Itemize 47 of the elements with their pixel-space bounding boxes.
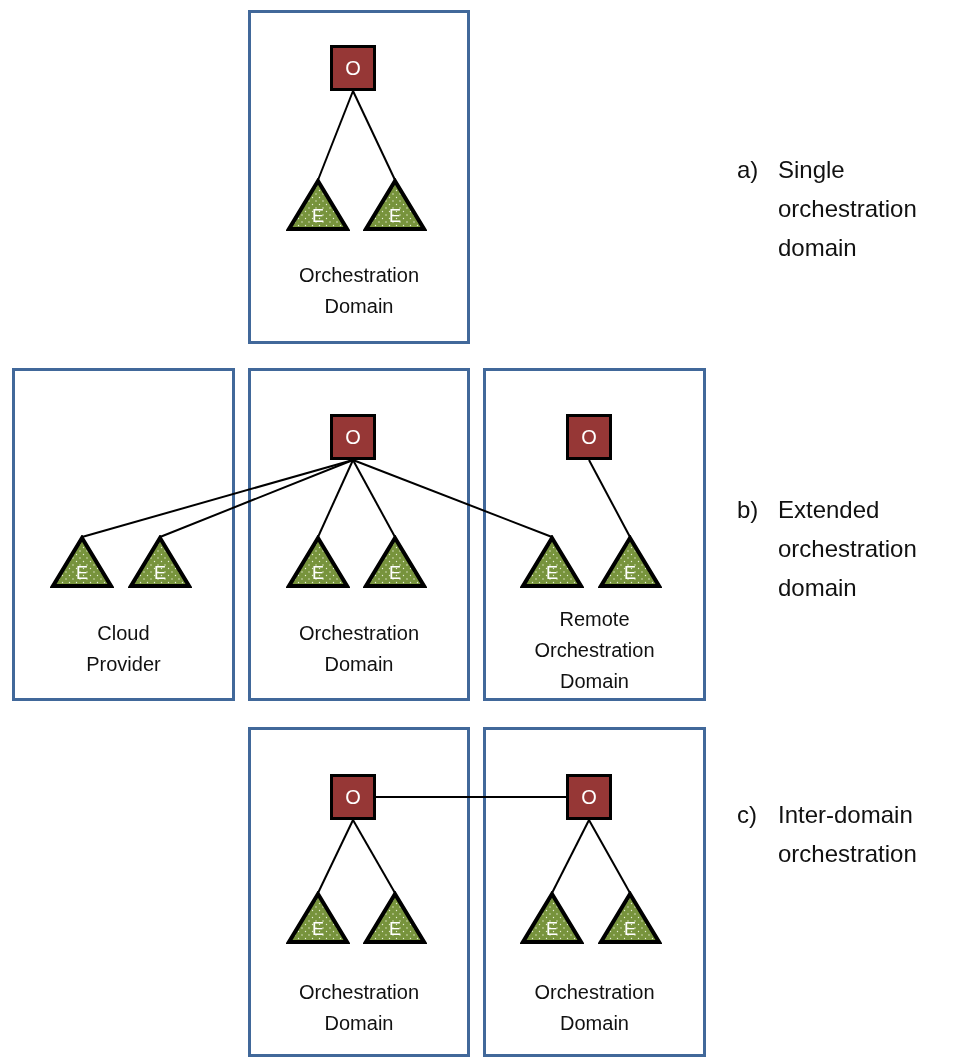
element-triangle: E <box>286 535 350 589</box>
connector-line <box>352 459 396 538</box>
connector-line <box>352 819 396 894</box>
element-triangle: E <box>598 891 662 945</box>
domain-box <box>248 727 470 1057</box>
element-triangle: E <box>598 535 662 589</box>
connector-line <box>375 796 567 798</box>
element-triangle: E <box>50 535 114 589</box>
element-triangle: E <box>286 891 350 945</box>
orchestrator-square: O <box>330 774 376 820</box>
domain-label: Cloud Provider <box>85 621 162 677</box>
element-triangle: E <box>363 891 427 945</box>
connector-line <box>317 90 354 181</box>
connector-line <box>551 819 590 894</box>
orchestrator-square: O <box>330 45 376 91</box>
panel-caption: Extended orchestration domain <box>778 495 918 603</box>
element-triangle: E <box>363 178 427 232</box>
domain-box <box>248 10 470 344</box>
element-triangle: E <box>128 535 192 589</box>
domain-box <box>483 368 706 701</box>
panel-caption: Inter-domain orchestration <box>778 800 918 869</box>
connector-line <box>317 459 354 538</box>
connector-line <box>588 459 631 538</box>
domain-box <box>248 368 470 701</box>
domain-box <box>12 368 235 701</box>
panel-caption: Single orchestration domain <box>778 155 918 263</box>
element-triangle: E <box>520 535 584 589</box>
element-triangle: E <box>363 535 427 589</box>
element-triangle: E <box>520 891 584 945</box>
connector-line <box>317 819 354 894</box>
element-triangle: E <box>286 178 350 232</box>
list-marker: a) <box>737 155 760 185</box>
orchestrator-square: O <box>566 414 612 460</box>
domain-label: Orchestration Domain <box>297 621 421 677</box>
connector-line <box>588 819 631 894</box>
list-marker: b) <box>737 495 760 525</box>
connector-line <box>352 459 553 538</box>
connector-line <box>159 459 354 538</box>
domain-label: Remote Orchestration Domain <box>533 607 656 694</box>
domain-label: Orchestration Domain <box>297 263 421 319</box>
orchestrator-square: O <box>330 414 376 460</box>
orchestrator-square: O <box>566 774 612 820</box>
domain-label: Orchestration Domain <box>297 980 421 1036</box>
connector-line <box>352 90 396 181</box>
domain-label: Orchestration Domain <box>533 980 656 1036</box>
domain-box <box>483 727 706 1057</box>
list-marker: c) <box>737 800 758 830</box>
